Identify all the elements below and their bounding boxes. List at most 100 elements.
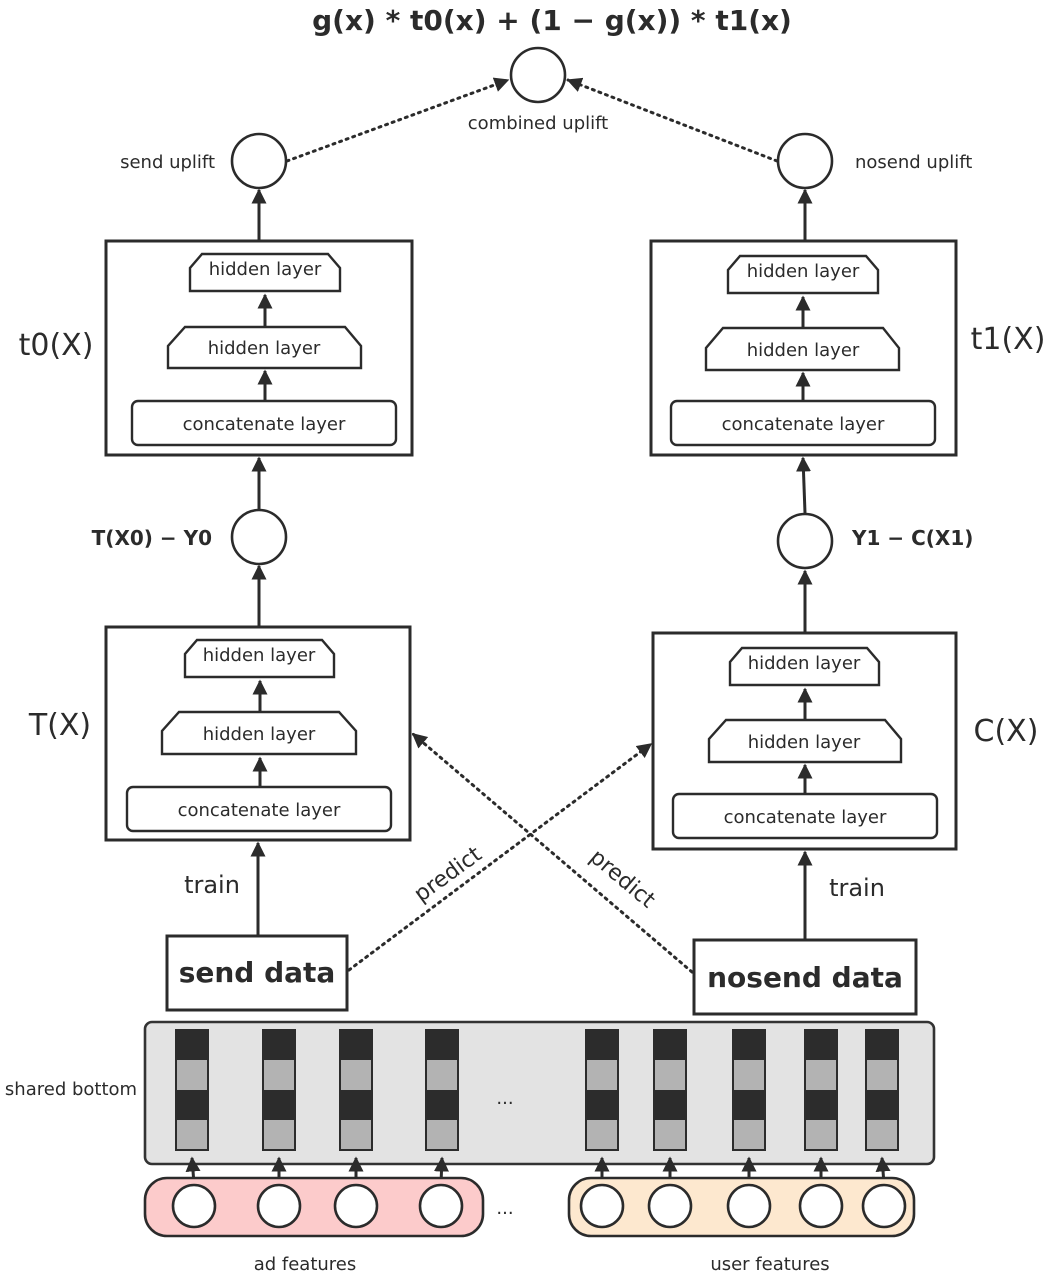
send-data-box xyxy=(165,934,349,1012)
nosend-uplift-to-combined-dotted xyxy=(566,77,779,163)
embedding-column-outline xyxy=(425,1029,459,1151)
formula-title: g(x) * t0(x) + (1 − g(x)) * t1(x) xyxy=(312,4,792,37)
embedding-column-outline xyxy=(339,1029,373,1151)
T-concatenate-layer-label: concatenate layer xyxy=(178,800,341,821)
send-residual-node xyxy=(230,508,288,566)
user-features-label: user features xyxy=(710,1254,829,1275)
T-concatenate-layer xyxy=(125,785,393,833)
t0-hidden-layer-mid-label: hidden layer xyxy=(208,338,321,359)
embedding-column-outline xyxy=(262,1029,296,1151)
feature-node xyxy=(647,1183,693,1229)
embedding-cell-light xyxy=(426,1060,458,1090)
t1-hidden-layer-top xyxy=(726,254,880,295)
t0-side-label: t0(X) xyxy=(19,328,94,363)
embedding-cell-dark xyxy=(733,1030,765,1060)
embedding-cell-light xyxy=(340,1060,372,1090)
embedding-cell-dark xyxy=(805,1090,837,1120)
T-hidden-layer-top-label: hidden layer xyxy=(203,645,316,666)
t1-hidden-layer-mid-label: hidden layer xyxy=(747,340,860,361)
feature-node xyxy=(861,1183,907,1229)
feature-node xyxy=(256,1183,302,1229)
nosend-uplift-node xyxy=(776,132,834,190)
t1-hidden-layer-mid xyxy=(704,326,901,372)
embedding-column xyxy=(262,1029,296,1151)
embedding-column-outline xyxy=(732,1029,766,1151)
embedding-cell-dark xyxy=(263,1030,295,1060)
embedding-cell-dark xyxy=(340,1030,372,1060)
embedding-cell-light xyxy=(263,1120,295,1150)
t1-hidden-layer-top-label: hidden layer xyxy=(747,261,860,282)
embedding-columns xyxy=(175,1029,899,1151)
nosend-residual-label: Y1 − C(X1) xyxy=(851,526,973,550)
T-side-label: T(X) xyxy=(28,708,91,743)
nosend-data-predict-dotted xyxy=(411,732,694,974)
t0-concatenate-layer-label: concatenate layer xyxy=(183,414,346,435)
send-uplift-to-combined-dotted xyxy=(285,77,510,163)
predict-right-label: predict xyxy=(585,845,660,914)
embedding-cell-dark xyxy=(586,1030,618,1060)
embedding-column xyxy=(585,1029,619,1151)
embedding-column-outline xyxy=(865,1029,899,1151)
embedding-cell-light xyxy=(805,1120,837,1150)
embedding-column xyxy=(653,1029,687,1151)
embedding-column xyxy=(804,1029,838,1151)
embedding-column xyxy=(339,1029,373,1151)
train-right-label: train xyxy=(829,874,885,902)
embedding-cell-dark xyxy=(426,1030,458,1060)
embedding-cell-light xyxy=(586,1120,618,1150)
embedding-cell-light xyxy=(263,1060,295,1090)
embedding-column xyxy=(175,1029,209,1151)
C-hidden-layer-top-label: hidden layer xyxy=(748,653,861,674)
train-left-label: train xyxy=(184,871,240,899)
embedding-cell-light xyxy=(733,1060,765,1090)
shared-bottom-ellipsis: ... xyxy=(496,1088,513,1109)
nosend-data-label: nosend data xyxy=(707,961,903,994)
T-hidden-layer-mid xyxy=(160,710,358,756)
embedding-cell-dark xyxy=(866,1090,898,1120)
embedding-cell-light xyxy=(805,1060,837,1090)
nosend-residual-to-t1-arrow xyxy=(795,456,811,514)
C-concatenate-layer xyxy=(671,792,939,840)
feature-node xyxy=(333,1183,379,1229)
embedding-cell-dark xyxy=(805,1030,837,1060)
combined-uplift-label: combined uplift xyxy=(468,113,608,134)
C-hidden-layer-mid-label: hidden layer xyxy=(748,732,861,753)
feature-node xyxy=(418,1183,464,1229)
nosend-residual-node xyxy=(776,512,834,570)
embedding-cell-light xyxy=(866,1060,898,1090)
C-concatenate-layer-label: concatenate layer xyxy=(724,807,887,828)
embedding-cell-dark xyxy=(866,1030,898,1060)
shared-bottom-label: shared bottom xyxy=(5,1079,137,1100)
combined-uplift-node xyxy=(509,46,567,104)
C-side-label: C(X) xyxy=(974,714,1039,749)
embedding-cell-dark xyxy=(654,1090,686,1120)
T-hidden-layer-mid-label: hidden layer xyxy=(203,724,316,745)
t1-concatenate-layer xyxy=(669,399,937,447)
embedding-cell-dark xyxy=(176,1030,208,1060)
embedding-cell-light xyxy=(426,1120,458,1150)
feature-node xyxy=(579,1183,625,1229)
embedding-cell-light xyxy=(654,1060,686,1090)
embedding-column-outline xyxy=(585,1029,619,1151)
embedding-cell-light xyxy=(733,1120,765,1150)
ad-features-label: ad features xyxy=(254,1254,357,1275)
embedding-column-outline xyxy=(804,1029,838,1151)
embedding-cell-dark xyxy=(586,1090,618,1120)
embedding-cell-dark xyxy=(176,1090,208,1120)
ad-features-group xyxy=(143,1176,485,1238)
nosend-uplift-label: nosend uplift xyxy=(855,152,972,173)
t1-concatenate-layer-label: concatenate layer xyxy=(722,414,885,435)
C-hidden-layer-top xyxy=(728,646,881,687)
embedding-cell-light xyxy=(654,1120,686,1150)
send-data-label: send data xyxy=(179,956,336,989)
t1-side-label: t1(X) xyxy=(971,322,1046,357)
embedding-cell-dark xyxy=(340,1090,372,1120)
embedding-cell-dark xyxy=(733,1090,765,1120)
embedding-cell-light xyxy=(866,1120,898,1150)
feature-nodes xyxy=(171,1183,907,1229)
embedding-cell-light xyxy=(176,1120,208,1150)
feature-node xyxy=(798,1183,844,1229)
t0-hidden-layer-mid xyxy=(166,325,363,370)
C-hidden-layer-mid xyxy=(707,718,903,764)
